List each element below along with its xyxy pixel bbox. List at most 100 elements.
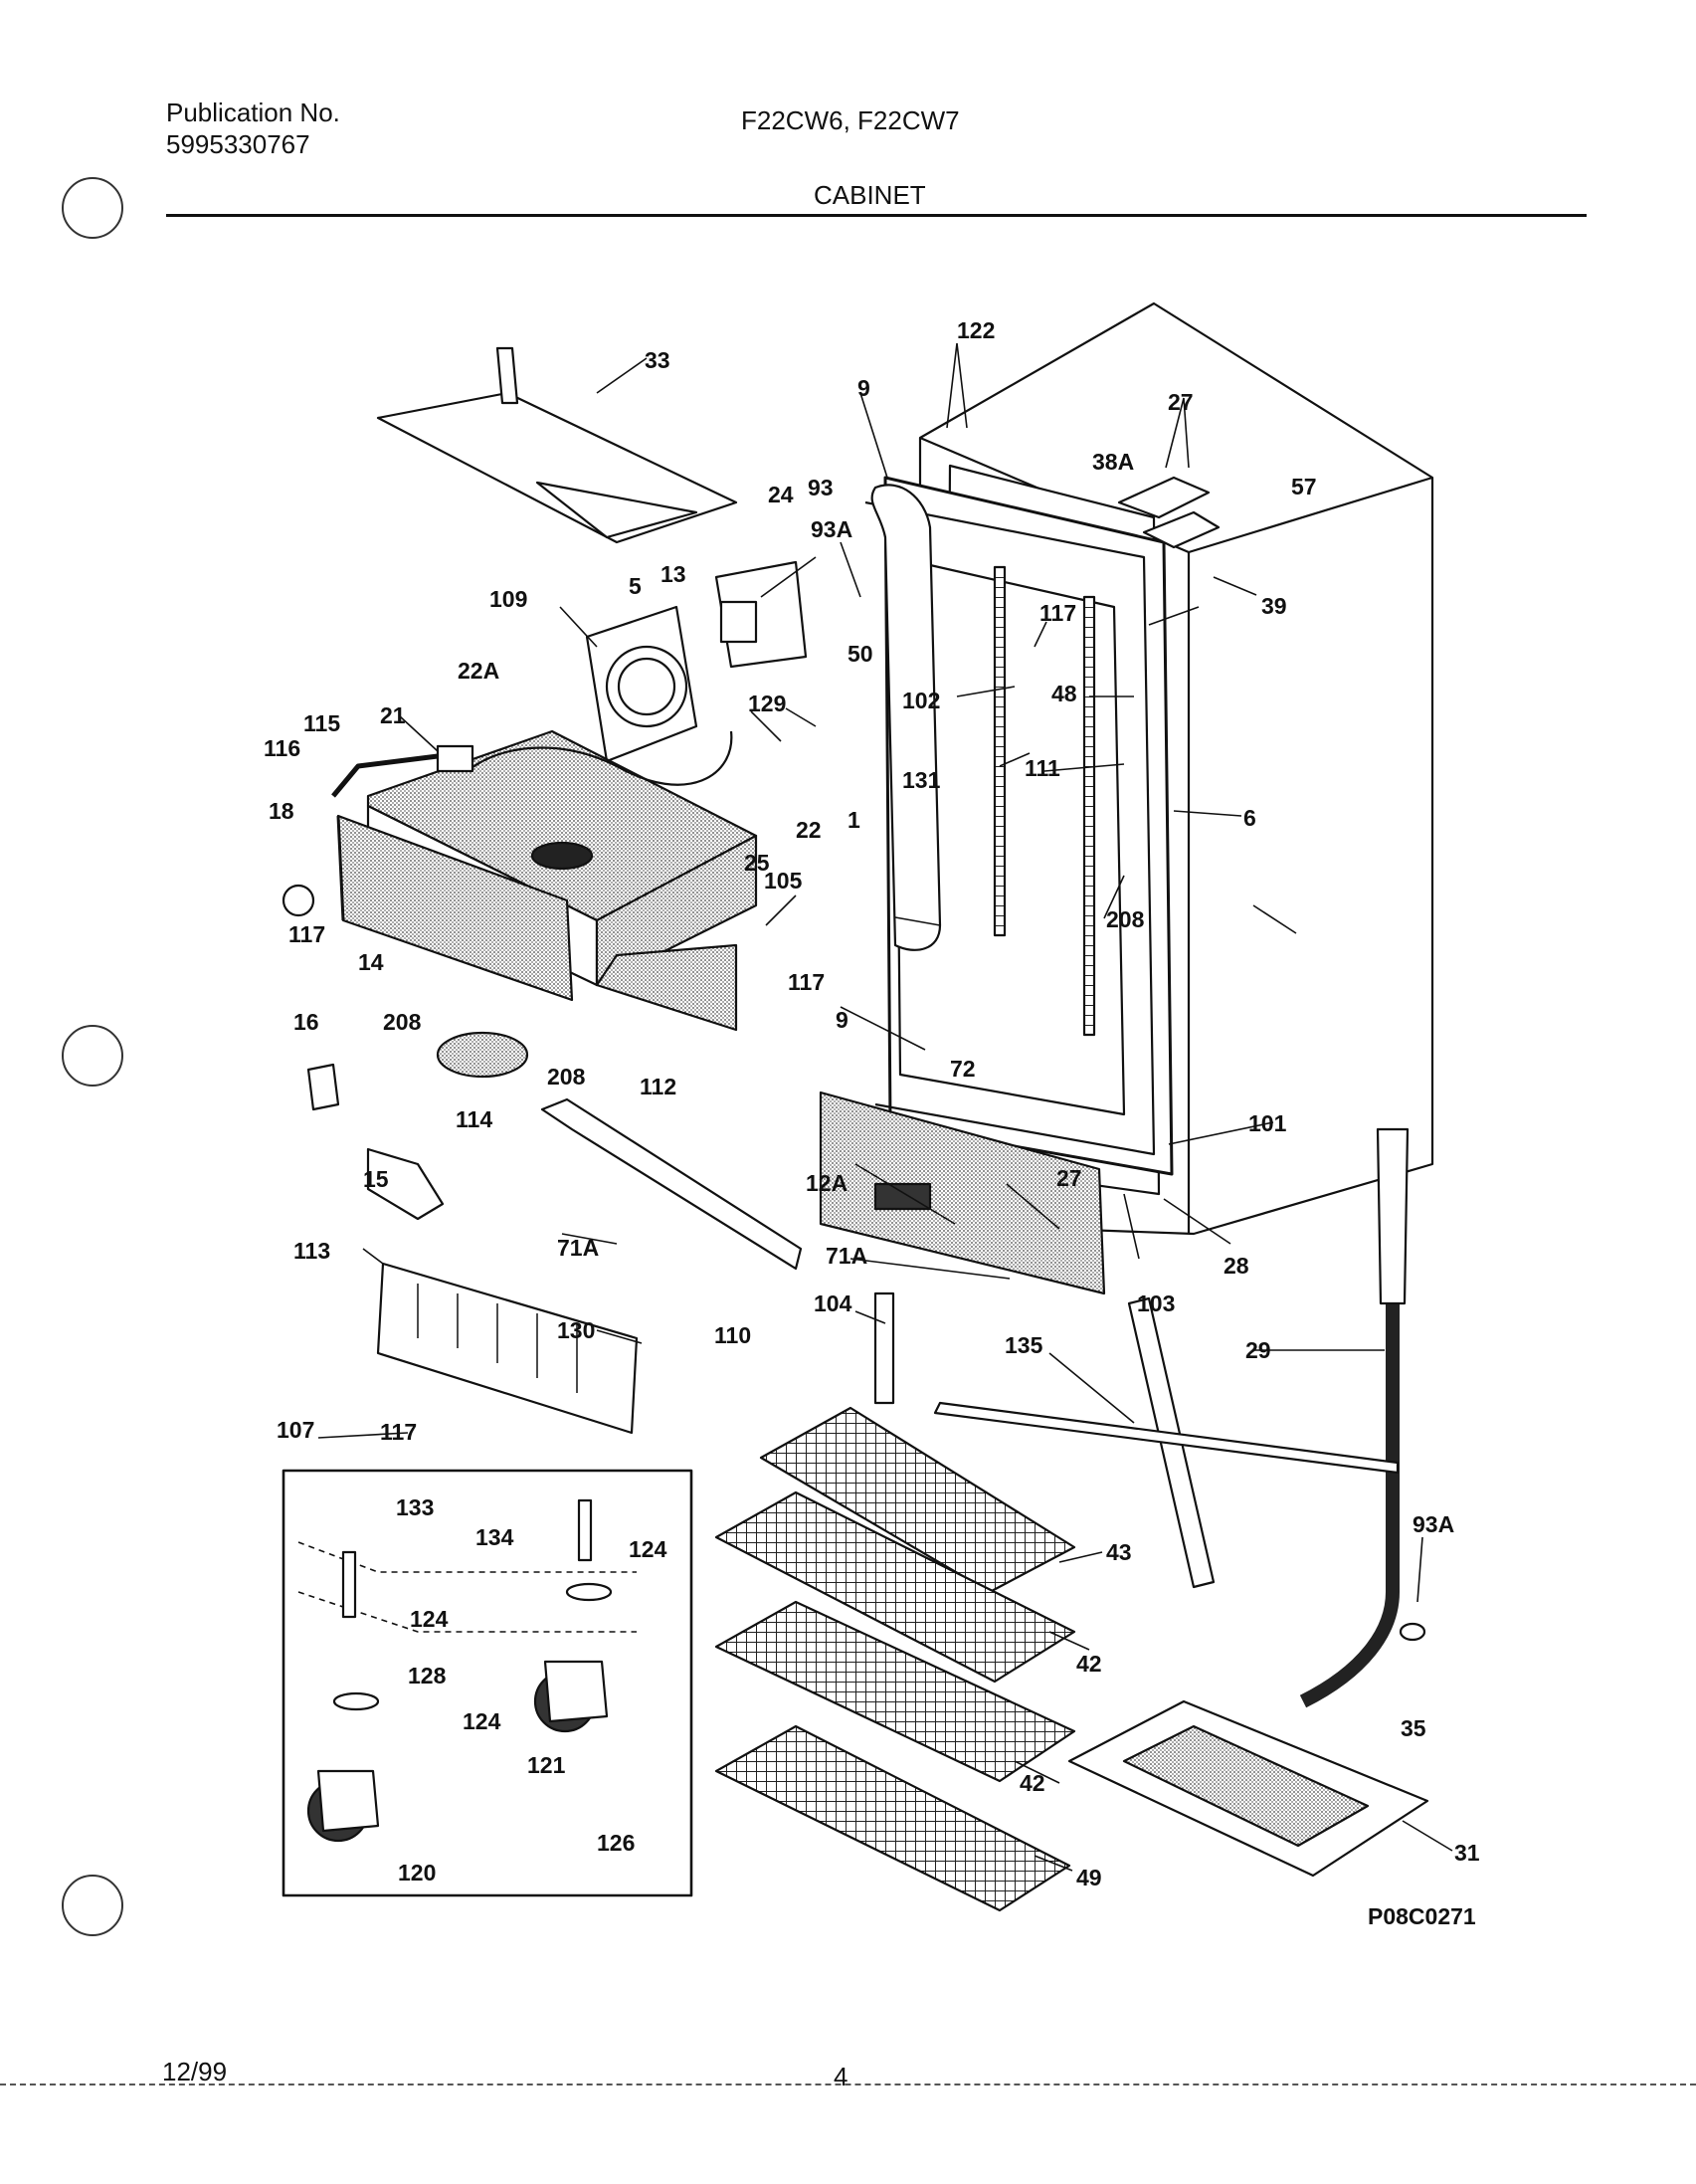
callout-label: 5 [629,573,642,599]
callout-label: 14 [358,949,384,975]
callout-label: 22A [458,658,499,684]
top-frame [376,391,738,544]
callout-label: 208 [547,1064,586,1090]
bracket-rail [540,1097,803,1271]
callout-label: 21 [380,702,406,728]
callout-label: 27 [1056,1165,1082,1191]
callout-label: 49 [1076,1865,1102,1890]
callout-label: 28 [1224,1253,1249,1279]
toe-grille [376,1262,639,1435]
binder-hole-top [62,177,123,239]
callout-label: 124 [410,1606,449,1632]
callout-label: 9 [836,1007,848,1033]
callout-label: 25 [744,850,770,876]
callout-labels: 122 33 9 27 24 93 38A 57 93A 13 109 5 50… [264,317,1480,1890]
callout-label: 48 [1051,681,1077,706]
callout-label: 50 [848,641,873,667]
top-hinge-plate [1117,476,1211,519]
drain-opening [530,841,594,871]
thermostat-knob [282,884,315,917]
revision-date: 12/99 [162,2057,228,2086]
callout-label: 24 [768,482,794,507]
callout-label: 103 [1137,1291,1175,1316]
callout-label: 124 [463,1708,501,1734]
callout-label: 12A [806,1170,848,1196]
wire-harness [467,730,733,786]
callout-label: 93A [1413,1511,1454,1537]
light-bulb [366,1147,445,1221]
page-number: 4 [834,2062,848,2091]
callout-label: 121 [527,1752,566,1778]
rear-panel [595,943,738,1032]
callout-label: 15 [363,1166,389,1192]
callout-label: 29 [1245,1337,1271,1363]
callout-label: 71A [826,1243,867,1269]
callout-label: 42 [1076,1651,1102,1677]
callout-label: 93 [808,475,834,500]
callout-label: 135 [1005,1332,1043,1358]
shelves [714,1406,1076,1912]
callout-label: 43 [1106,1539,1132,1565]
kick-plate [819,1091,1106,1295]
caster-rear [533,1498,613,1733]
callout-label: 133 [396,1494,434,1520]
callout-label: 13 [660,561,686,587]
light-shield [436,1031,529,1079]
callout-label: 112 [640,1074,676,1099]
callout-label: 38A [1092,449,1134,475]
publication-label: Publication No. [166,98,340,127]
callout-label: 116 [264,735,300,761]
header-rule [166,214,1587,217]
callout-label: 1 [848,807,860,833]
callout-label: 35 [1401,1715,1426,1741]
light-socket [306,1063,340,1111]
callout-label: 105 [764,868,803,893]
door-gasket [870,484,942,951]
callout-label: 117 [1039,600,1076,626]
callout-label: 122 [957,317,995,343]
callout-label: 126 [597,1830,635,1856]
callout-label: 131 [902,767,941,793]
callout-label: 107 [277,1417,314,1443]
callout-label: 114 [456,1106,492,1132]
callout-label: 128 [408,1663,447,1688]
callout-label: 18 [269,798,294,824]
callout-label: 101 [1248,1110,1287,1136]
hinge-shim-plate [1142,510,1221,549]
callout-label: 6 [1243,805,1256,831]
callout-label: 27 [1168,389,1194,415]
callout-label: 208 [383,1009,422,1035]
callout-label: 109 [489,586,527,612]
callout-label: 129 [748,691,786,716]
drawing-code: P08C0271 [1368,1903,1476,1929]
callout-label: 117 [380,1419,417,1445]
door-liner [864,476,1174,1176]
callout-label: 33 [645,347,670,373]
callout-label: 72 [950,1056,976,1082]
callout-label: 22 [796,817,822,843]
callout-label: 57 [1291,474,1317,499]
callout-label: 208 [1106,906,1145,932]
connector-block [436,744,474,773]
model-numbers: F22CW6, F22CW7 [741,105,960,135]
callout-label: 104 [814,1291,852,1316]
callout-label: 130 [557,1317,595,1343]
footer-rule [0,2084,1696,2085]
callout-label: 134 [475,1524,514,1550]
binder-hole-bottom [62,1875,123,1936]
binder-hole-middle [62,1025,123,1087]
callout-label: 93A [811,516,852,542]
callout-label: 102 [902,688,940,713]
callout-label: 31 [1454,1840,1480,1866]
callout-label: 113 [293,1238,330,1264]
callout-label: 9 [857,375,870,401]
drain-tube [1299,1129,1400,1708]
callout-label: 42 [1020,1770,1045,1796]
callout-label: 16 [293,1009,319,1035]
logo-plate [873,1182,932,1211]
callout-label: 115 [303,710,340,736]
publication-number: 5995330767 [166,129,310,159]
thermometer [873,1291,895,1405]
callout-label: 39 [1261,593,1287,619]
